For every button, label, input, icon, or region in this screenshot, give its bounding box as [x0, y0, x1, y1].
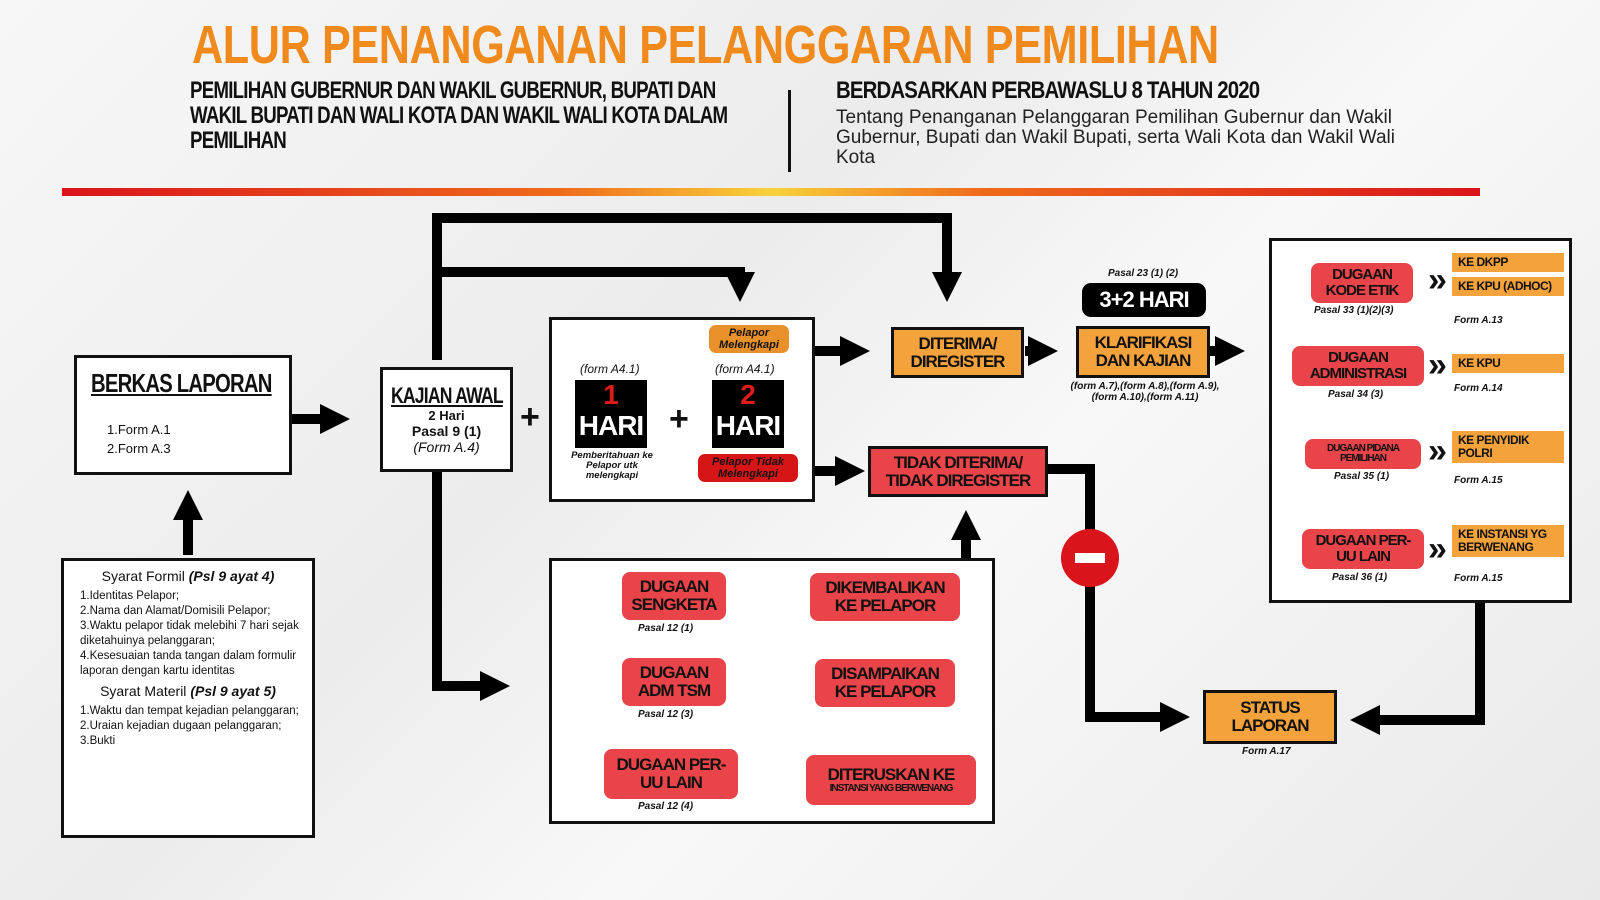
gradient-divider-bar	[62, 188, 1480, 196]
outcome-administrasi: DUGAAN ADMINISTRASI	[1292, 346, 1424, 386]
dugaan-per-uu-lain: DUGAAN PER-UU LAIN	[604, 749, 738, 799]
outcome-per-uu-lain: DUGAAN PER-UU LAIN	[1302, 529, 1424, 569]
kajian-days: 2 Hari	[428, 407, 465, 423]
syarat-formil-item: 4.Kesesuaian tanda tangan dalam formulir…	[80, 650, 297, 677]
day2-form: (form A4.1)	[715, 362, 775, 376]
chevron-right-icon: »	[1428, 261, 1447, 299]
diteruskan-label: DITERUSKAN KE	[827, 764, 956, 784]
syarat-box: Syarat Formil (Psl 9 ayat 4) 1.Identitas…	[61, 558, 315, 838]
syarat-materil-item: 3.Bukti	[80, 735, 116, 747]
diterima-box: DITERIMA/ DIREGISTER	[891, 327, 1024, 378]
arrow-kajian-to-kelengkapan	[437, 267, 755, 302]
bottom-pasal: Pasal 12 (1)	[638, 623, 694, 634]
dugaan-adm-tsm: DUGAAN ADM TSM	[622, 658, 726, 706]
day2-unit: HARI	[715, 410, 781, 441]
dikembalikan-ke-pelapor: DIKEMBALIKAN KE PELAPOR	[810, 573, 960, 621]
tidak-diterima-box: TIDAK DITERIMA/ TIDAK DIREGISTER	[868, 446, 1048, 497]
kajian-awal-box: KAJIAN AWAL 2 Hari Pasal 9 (1) (Form A.4…	[380, 367, 513, 472]
dugaan-sengketa: DUGAAN SENGKETA	[622, 572, 726, 620]
pelapor-melengkapi-badge: Pelapor Melengkapi	[709, 325, 789, 353]
outcome-pasal: Pasal 33 (1)(2)(3)	[1314, 305, 1394, 316]
syarat-formil-item: 2.Nama dan Alamat/Domisili Pelapor;	[80, 605, 271, 617]
status-laporan-box: STATUS LAPORAN	[1203, 690, 1337, 744]
outcome-form: Form A.14	[1454, 383, 1503, 394]
arrow-kajian-to-diterima	[432, 213, 962, 360]
header-divider	[788, 90, 791, 172]
klarifikasi-days-badge: 3+2 HARI	[1082, 283, 1206, 317]
syarat-materil-title: Syarat Materil	[100, 683, 191, 699]
outcome-pidana: DUGAAN PIDANA PEMILIHAN	[1305, 439, 1421, 469]
destination: KE INSTANSI YG BERWENANG	[1452, 525, 1564, 558]
syarat-formil-item: 1.Identitas Pelapor;	[80, 590, 180, 602]
diteruskan-ke-instansi: DITERUSKAN KE INSTANSI YANG BERWENANG	[806, 755, 976, 805]
day1-num: 1	[603, 379, 619, 410]
outcome-kode-etik: DUGAAN KODE ETIK	[1311, 263, 1413, 303]
dugaan-tidak-diterima-box: DUGAAN SENGKETA Pasal 12 (1) DIKEMBALIKA…	[549, 558, 995, 824]
destination: KE KPU	[1452, 354, 1564, 374]
destination: KE KPU (ADHOC)	[1452, 277, 1564, 297]
berkas-item: 2.Form A.3	[107, 441, 171, 456]
plus-icon: +	[669, 400, 689, 438]
chevron-right-icon: »	[1428, 432, 1447, 470]
plus-icon: +	[520, 398, 540, 436]
outcome-pasal: Pasal 36 (1)	[1332, 572, 1388, 583]
syarat-materil-item: 1.Waktu dan tempat kejadian pelanggaran;	[80, 705, 299, 717]
pelapor-tidak-melengkapi-badge: Pelapor Tidak Melengkapi	[698, 454, 798, 482]
berkas-item: 1.Form A.1	[107, 422, 171, 437]
outcome-pasal: Pasal 35 (1)	[1334, 471, 1390, 482]
day2-num: 2	[740, 379, 756, 410]
outcome-form: Form A.15	[1454, 475, 1503, 486]
syarat-formil-title: Syarat Formil	[101, 568, 189, 584]
day1-note: Pemberitahuan ke Pelapor utk melengkapi	[571, 450, 653, 481]
arrow-tidak-diterima-to-status	[1048, 464, 1190, 732]
kajian-title: KAJIAN AWAL	[390, 383, 504, 409]
subtitle-right-text: Tentang Penanganan Pelanggaran Pemilihan…	[836, 107, 1395, 168]
bottom-pasal: Pasal 12 (3)	[638, 709, 694, 720]
arrow-kajian-to-dugaan	[432, 462, 510, 701]
diteruskan-sub: INSTANSI YANG BERWENANG	[829, 782, 954, 794]
syarat-formil-item: 3.Waktu pelapor tidak melebihi 7 hari se…	[80, 620, 299, 647]
subtitle-left: PEMILIHAN GUBERNUR DAN WAKIL GUBERNUR, B…	[190, 77, 728, 155]
status-form: Form A.17	[1242, 746, 1291, 757]
berkas-laporan-box: BERKAS LAPORAN 1.Form A.1 2.Form A.3	[74, 355, 292, 475]
outcomes-box: DUGAAN KODE ETIK Pasal 33 (1)(2)(3) » KE…	[1269, 238, 1572, 603]
day1-unit: HARI	[578, 410, 644, 441]
chevron-right-icon: »	[1428, 346, 1447, 384]
outcome-form: Form A.15	[1454, 573, 1503, 584]
syarat-formil-ref: (Psl 9 ayat 4)	[188, 568, 275, 584]
kajian-form: (Form A.4)	[413, 438, 480, 455]
kajian-pasal: Pasal 9 (1)	[411, 422, 482, 439]
arrow-outcomes-to-status	[1350, 602, 1485, 735]
bottom-pasal: Pasal 12 (4)	[638, 801, 694, 812]
page-title: ALUR PENANGANAN PELANGGARAN PEMILIHAN	[192, 15, 1219, 75]
chevron-right-icon: »	[1428, 530, 1447, 568]
klarifikasi-box: KLARIFIKASI DAN KAJIAN	[1076, 326, 1210, 378]
disampaikan-ke-pelapor: DISAMPAIKAN KE PELAPOR	[815, 659, 955, 707]
syarat-materil-ref: (Psl 9 ayat 5)	[190, 683, 276, 699]
subtitle-right-heading: BERDASARKAN PERBAWASLU 8 TAHUN 2020	[836, 77, 1260, 104]
berkas-title: BERKAS LAPORAN	[91, 368, 272, 398]
syarat-materil-item: 2.Uraian kejadian dugaan pelanggaran;	[80, 720, 282, 732]
destination: KE DKPP	[1452, 253, 1564, 273]
destination: KE PENYIDIK POLRI	[1452, 431, 1564, 464]
klarifikasi-pasal: Pasal 23 (1) (2)	[1108, 268, 1179, 279]
outcome-form: Form A.13	[1454, 315, 1503, 326]
outcome-pasal: Pasal 34 (3)	[1328, 389, 1384, 400]
klarifikasi-forms: (form A.7),(form A.8),(form A.9), (form …	[1070, 381, 1220, 403]
day1-form: (form A4.1)	[580, 362, 640, 376]
